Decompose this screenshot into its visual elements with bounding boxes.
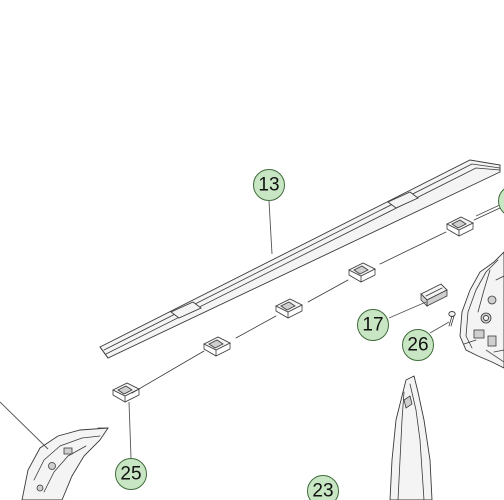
leader-25 bbox=[128, 401, 132, 459]
callout-26-label: 26 bbox=[407, 335, 428, 356]
callout-17-label: 17 bbox=[362, 315, 383, 336]
leader-right-panel bbox=[485, 349, 504, 363]
leader-26 bbox=[429, 321, 450, 334]
callout-23: 23 bbox=[307, 475, 339, 500]
connector-part bbox=[420, 283, 448, 307]
callout-25-label: 25 bbox=[120, 464, 141, 485]
callout-25: 25 bbox=[115, 458, 147, 490]
lower-left-panel-assembly bbox=[21, 427, 109, 500]
callout-17: 17 bbox=[357, 309, 389, 341]
clip-1 bbox=[111, 382, 141, 403]
callout-23-label: 23 bbox=[312, 481, 333, 500]
pillar-trim-part bbox=[389, 375, 433, 500]
clip-3 bbox=[274, 298, 304, 319]
leader-13 bbox=[268, 200, 273, 255]
callout-13-label: 13 bbox=[258, 175, 279, 196]
leader-left-edge bbox=[0, 401, 49, 450]
strip-slot-right bbox=[387, 191, 419, 209]
right-panel-assembly bbox=[459, 251, 504, 369]
callout-right-edge-partial bbox=[498, 188, 504, 214]
callout-13: 13 bbox=[253, 169, 285, 201]
leader-17 bbox=[388, 301, 427, 319]
strip-slot-left bbox=[170, 301, 202, 319]
callout-26: 26 bbox=[402, 329, 434, 361]
clip-2 bbox=[202, 336, 232, 357]
clip-5 bbox=[445, 216, 475, 237]
clip-4 bbox=[347, 262, 377, 283]
trim-strip-part bbox=[99, 159, 501, 359]
clip-axis-line bbox=[131, 207, 501, 394]
screw-part bbox=[448, 311, 456, 327]
leader-lines bbox=[0, 200, 504, 459]
